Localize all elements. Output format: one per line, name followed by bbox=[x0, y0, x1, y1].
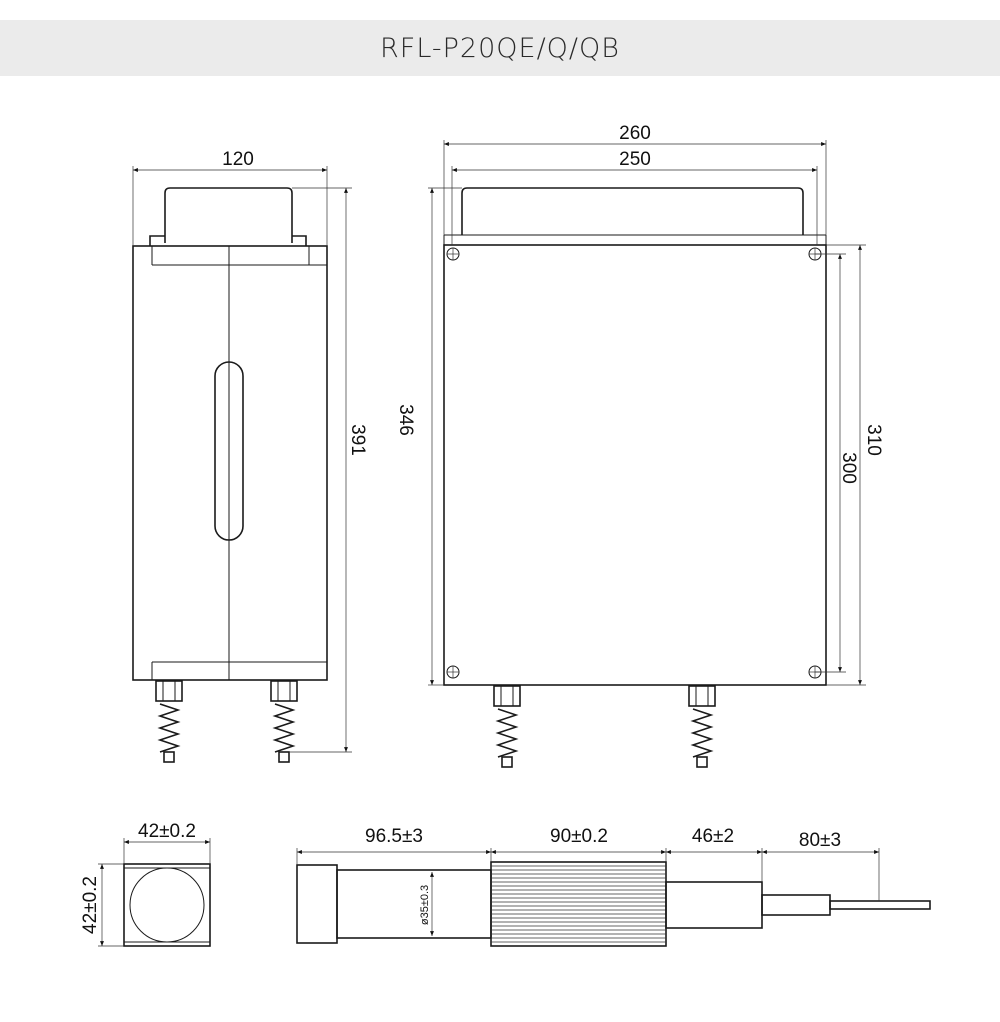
qbh-diameter-dim: ø35±0.3 bbox=[419, 885, 431, 925]
front-view: 260 250 346 300 310 bbox=[395, 123, 884, 768]
qbh-ribbed-sleeve bbox=[490, 861, 667, 947]
qbh-seg2-dim: 90±0.2 bbox=[550, 826, 608, 847]
qbh-fiber bbox=[829, 900, 931, 910]
front-left-height-dim: 346 bbox=[395, 404, 416, 436]
front-inner-width-dim: 250 bbox=[619, 149, 651, 170]
side-width-dim: 120 bbox=[222, 149, 254, 170]
front-outer-width-dim: 260 bbox=[619, 123, 651, 144]
side-connector-right bbox=[270, 680, 298, 763]
screw-icon-bl bbox=[446, 665, 460, 679]
qbh-end-width-dim: 42±0.2 bbox=[138, 821, 196, 842]
qbh-bore-circle bbox=[129, 867, 205, 943]
qbh-strain-relief bbox=[665, 881, 763, 929]
front-connector-left bbox=[493, 685, 521, 768]
qbh-end-height-dim: 42±0.2 bbox=[80, 876, 101, 934]
side-connector-left bbox=[155, 680, 183, 763]
side-height-dim: 391 bbox=[347, 424, 368, 456]
qbh-end-view: 42±0.2 42±0.2 bbox=[80, 821, 211, 947]
front-outer-height-dim: 310 bbox=[863, 424, 884, 456]
qbh-tube bbox=[336, 869, 492, 939]
side-handle bbox=[164, 187, 293, 243]
side-body bbox=[132, 245, 328, 681]
qbh-ribs bbox=[491, 865, 666, 943]
qbh-cap bbox=[296, 864, 338, 944]
page-title: RFL-P20QE/Q/QB bbox=[380, 32, 620, 64]
front-body bbox=[443, 244, 827, 686]
qbh-seg1-dim: 96.5±3 bbox=[365, 826, 423, 847]
screw-icon-tl bbox=[446, 247, 460, 261]
side-slot bbox=[214, 361, 244, 541]
qbh-jacket bbox=[761, 894, 831, 916]
qbh-seg3-dim: 46±2 bbox=[692, 826, 734, 847]
side-view: 120 391 bbox=[132, 149, 368, 763]
qbh-side-view: ø35±0.3 96.5±3 90±0.2 46±2 80±3 bbox=[296, 826, 931, 947]
title-banner: RFL-P20QE/Q/QB bbox=[0, 20, 1000, 76]
qbh-seg4-dim: 80±3 bbox=[799, 830, 841, 851]
front-inner-height-dim: 300 bbox=[838, 452, 859, 484]
front-connector-right bbox=[688, 685, 716, 768]
